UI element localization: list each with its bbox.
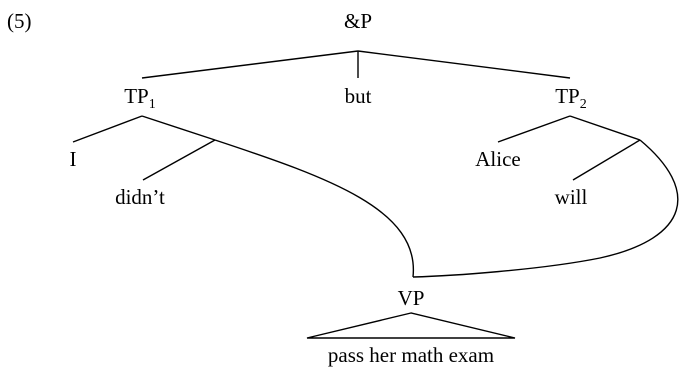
left-auxiliary-label: didn’t (115, 185, 165, 209)
branch-right-tbar-to-auxiliary (572, 139, 641, 181)
branch-right-tp-to-tbar (569, 115, 641, 141)
right-tp-subscript: 2 (580, 97, 587, 112)
vp-triangle (306, 312, 516, 339)
root-node-label: &P (344, 9, 372, 33)
branch-left-tbar-to-auxiliary (142, 139, 216, 181)
branch-right-tp-to-subject (497, 115, 571, 143)
branch-root-to-right-tp (357, 50, 571, 79)
branch-left-tp-to-tbar (141, 115, 216, 141)
vp-node-label: VP (398, 286, 425, 310)
left-subject-label: I (70, 147, 77, 171)
branch-left-tp-to-subject (72, 115, 143, 143)
right-auxiliary-label: will (555, 185, 588, 209)
branch-root-to-left-tp (141, 50, 359, 79)
vp-terminal-string: pass her math exam (328, 343, 494, 367)
right-tp-node-label: TP2 (555, 84, 587, 112)
left-tp-node-label: TP1 (124, 84, 156, 112)
curve-left-tbar-to-vp (214, 139, 414, 278)
right-subject-label: Alice (475, 147, 520, 171)
left-tp-category: TP (124, 84, 149, 108)
conjunction-label: but (345, 84, 372, 108)
example-number: (5) (7, 9, 32, 33)
right-tp-category: TP (555, 84, 580, 108)
curve-right-tbar-to-vp (412, 139, 679, 278)
left-tp-subscript: 1 (149, 97, 156, 112)
